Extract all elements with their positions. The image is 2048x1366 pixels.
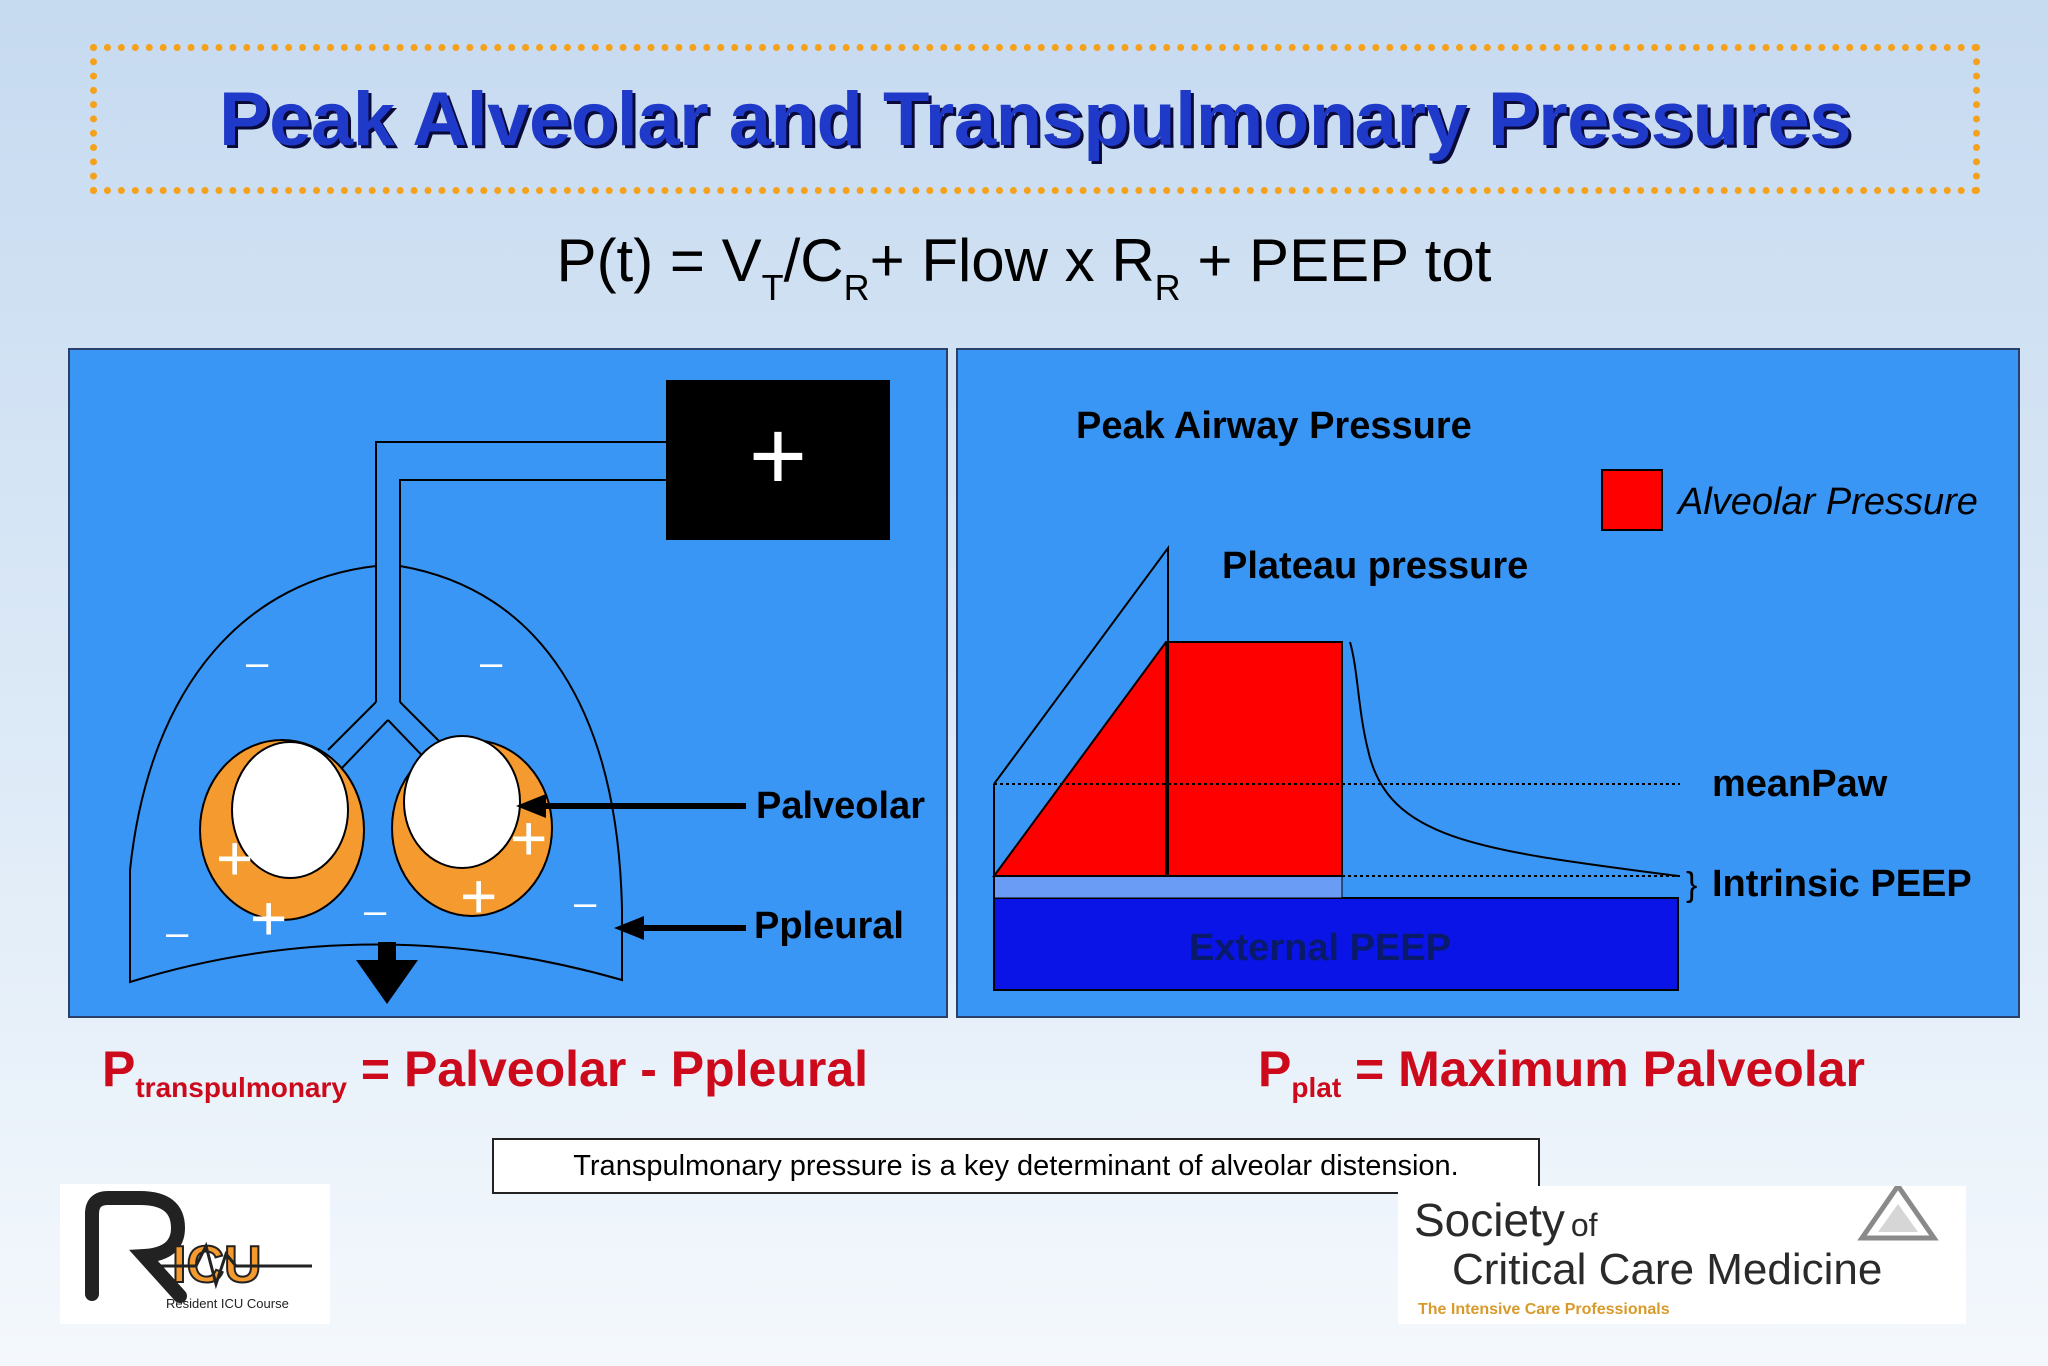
- external-peep-label: External PEEP: [1189, 927, 1451, 969]
- minus-sign-1: –: [246, 641, 269, 685]
- left-bronchus-outer: [327, 701, 377, 751]
- ventilator-box: [666, 380, 890, 540]
- diaphragm-arrow-head: [356, 960, 418, 1004]
- transpulmonary-p: P: [102, 1041, 136, 1097]
- transpulmonary-sub: transpulmonary: [135, 1072, 347, 1103]
- sccm-triangle-inner: [1878, 1204, 1918, 1232]
- pressure-equation: P(t) = VT/CR+ Flow x RR + PEEP tot: [0, 226, 2048, 308]
- ekg-line: [152, 1241, 312, 1290]
- sccm-name: Critical Care Medicine: [1452, 1245, 1882, 1294]
- lung-diagram-panel: + + + + + – – – – – Palveolar: [68, 348, 948, 1018]
- left-alveolus-air: [231, 741, 349, 879]
- equation-peep: + PEEP tot: [1180, 227, 1492, 294]
- peak-airway-label: Peak Airway Pressure: [1076, 405, 1472, 447]
- plus-sign-2: +: [250, 882, 287, 954]
- pplat-sub: plat: [1291, 1072, 1342, 1103]
- ricu-logo-mark: ICU Resident ICU Course: [85, 1191, 312, 1311]
- caption-box: Transpulmonary pressure is a key determi…: [492, 1138, 1540, 1194]
- caption-text: Transpulmonary pressure is a key determi…: [573, 1149, 1459, 1182]
- alveolar-legend-swatch: [1601, 469, 1663, 531]
- transpulmonary-rest: = Palveolar - Ppleural: [346, 1041, 869, 1097]
- palveolar-label: Palveolar: [756, 785, 925, 827]
- inspiratory-tube: [375, 441, 666, 702]
- minus-sign-4: –: [364, 889, 387, 933]
- right-alveolus-air: [403, 735, 521, 869]
- ricu-tagline: Resident ICU Course: [166, 1296, 289, 1311]
- expiratory-decay-curve: [1349, 641, 1679, 877]
- sccm-society-of: of: [1571, 1207, 1598, 1243]
- minus-sign-2: –: [480, 641, 503, 685]
- pplat-equation: Pplat = Maximum Palveolar: [1258, 1040, 1865, 1104]
- page-title: Peak Alveolar and Transpulmonary Pressur…: [218, 76, 1852, 162]
- plus-sign-4: +: [460, 860, 497, 932]
- minus-sign-3: –: [166, 911, 189, 955]
- diaphragm-arrow-shaft: [378, 942, 396, 960]
- meanpaw-label: meanPaw: [1712, 763, 1888, 805]
- intrinsic-peep-label: Intrinsic PEEP: [1712, 863, 1972, 905]
- sccm-triangle-outer: [1857, 1181, 1939, 1241]
- plus-sign-1: +: [216, 822, 253, 894]
- pressure-waveform: External PEEP Peak Airway Pressure Alveo…: [992, 405, 1978, 991]
- pressure-waveform-panel: External PEEP Peak Airway Pressure Alveo…: [956, 348, 2020, 1018]
- external-peep-bar: [993, 897, 1679, 991]
- ppleural-arrow-head: [614, 916, 644, 940]
- transpulmonary-equation: Ptranspulmonary = Palveolar - Ppleural: [102, 1040, 868, 1104]
- palveolar-arrow-head: [516, 794, 546, 818]
- intrinsic-peep-brace: }: [1686, 866, 1697, 904]
- intrinsic-peep-band: [993, 875, 1343, 899]
- ppleural-label: Ppleural: [754, 905, 904, 947]
- expiratory-tube: [399, 479, 666, 702]
- sccm-tagline: The Intensive Care Professionals: [1418, 1301, 1670, 1318]
- lung-diagram: + + + + + – – – – – Palveolar: [129, 380, 925, 1004]
- alveolar-legend-label: Alveolar Pressure: [1676, 481, 1978, 523]
- equation-flow: + Flow x R: [869, 227, 1155, 294]
- equation-p-t: P(t) = V: [556, 227, 762, 294]
- plateau-label: Plateau pressure: [1222, 545, 1528, 587]
- equation-sub-t: T: [761, 267, 784, 308]
- minus-sign-5: –: [574, 881, 597, 925]
- pplat-p: P: [1258, 1041, 1292, 1097]
- ventilator-plus: +: [749, 400, 807, 512]
- sccm-society-main: Society: [1414, 1194, 1565, 1246]
- equation-sub-r1: R: [843, 267, 870, 308]
- title-banner: Peak Alveolar and Transpulmonary Pressur…: [90, 44, 1980, 194]
- left-bronchus-inner: [339, 719, 389, 771]
- ricu-logo: ICU Resident ICU Course: [60, 1184, 330, 1324]
- airway-pressure-rise: [993, 544, 1169, 876]
- equation-slash-c: /C: [783, 227, 844, 294]
- ricu-r-letter: [85, 1191, 187, 1303]
- equation-sub-r2: R: [1154, 267, 1181, 308]
- pplat-rest: = Maximum Palveolar: [1341, 1041, 1865, 1097]
